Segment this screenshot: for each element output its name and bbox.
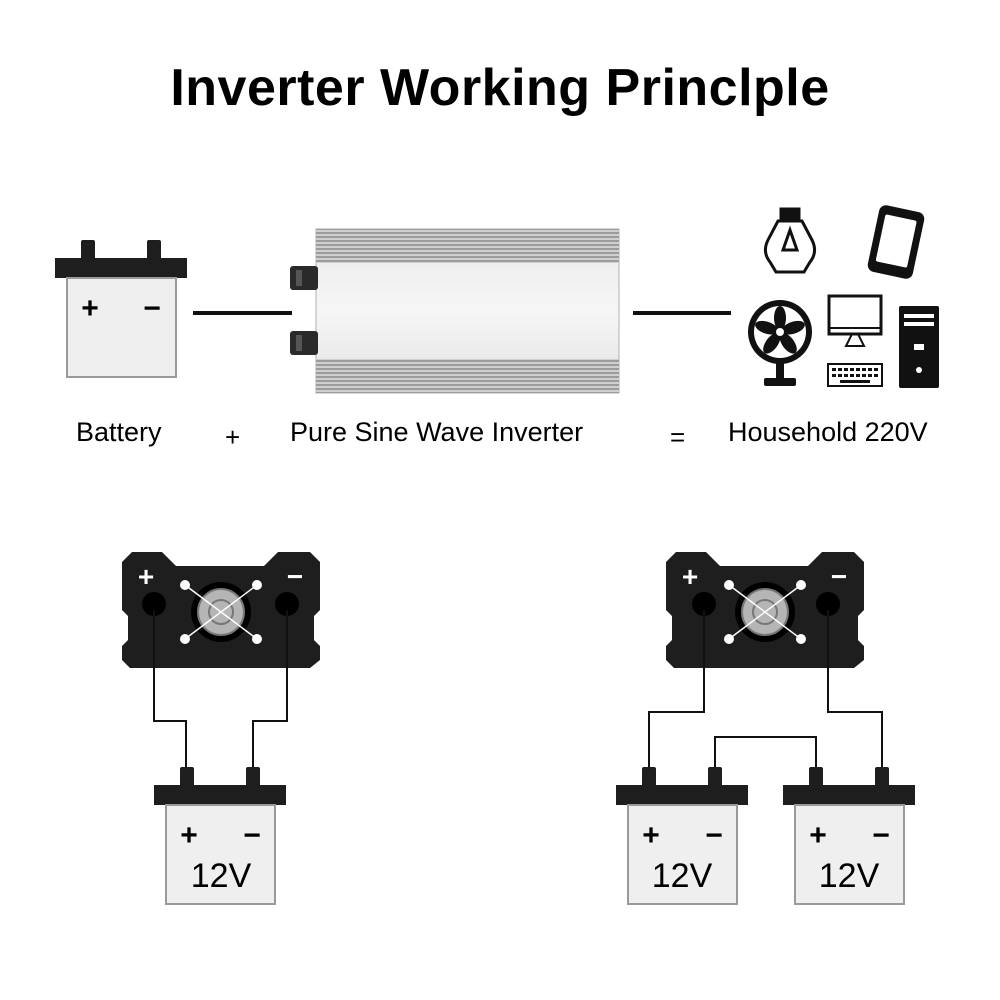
inverter-terminal-top — [290, 266, 318, 290]
single-battery: + − 12V — [154, 767, 286, 905]
series-battery-2: + − 12V — [783, 767, 915, 905]
inverter-positive-sign: + — [682, 561, 698, 592]
smartphone-icon — [867, 205, 925, 279]
battery-negative-sign: − — [705, 819, 723, 852]
battery-negative-sign: − — [872, 819, 890, 852]
light-bulb-icon — [763, 207, 817, 274]
caption-equals-sign: = — [670, 422, 686, 452]
caption-plus-sign: + — [225, 422, 241, 452]
caption-battery: Battery — [76, 417, 162, 447]
page-title: Inverter Working Princlple — [170, 59, 830, 117]
battery-negative-sign: − — [243, 819, 261, 852]
single-battery-wiring — [153, 610, 288, 770]
keyboard-icon — [827, 363, 883, 387]
inverter-negative-sign: − — [831, 561, 847, 592]
series-battery-1: + − 12V — [616, 767, 748, 905]
inverter-positive-sign: + — [138, 561, 154, 592]
inverter-unit — [290, 228, 620, 394]
inverter-negative-sign: − — [287, 561, 303, 592]
inverter-terminal-bottom — [290, 331, 318, 355]
computer-monitor-icon — [827, 294, 883, 347]
battery-positive-sign: + — [81, 292, 99, 325]
battery-negative-sign: − — [143, 292, 161, 325]
battery-voltage-label: 12V — [191, 857, 252, 895]
top-battery: + − — [55, 240, 187, 378]
caption-household: Household 220V — [728, 417, 928, 447]
inverter-end-panel-right: + − — [666, 552, 864, 668]
caption-inverter: Pure Sine Wave Inverter — [290, 417, 584, 447]
series-battery-wiring — [648, 610, 883, 770]
desktop-tower-icon — [899, 306, 939, 388]
battery-voltage-label: 12V — [819, 857, 880, 895]
battery-positive-sign: + — [809, 819, 827, 852]
fan-icon — [748, 300, 812, 386]
battery-positive-sign: + — [642, 819, 660, 852]
battery-positive-sign: + — [180, 819, 198, 852]
battery-voltage-label: 12V — [652, 857, 713, 895]
inverter-end-panel-left: + − — [122, 552, 320, 668]
